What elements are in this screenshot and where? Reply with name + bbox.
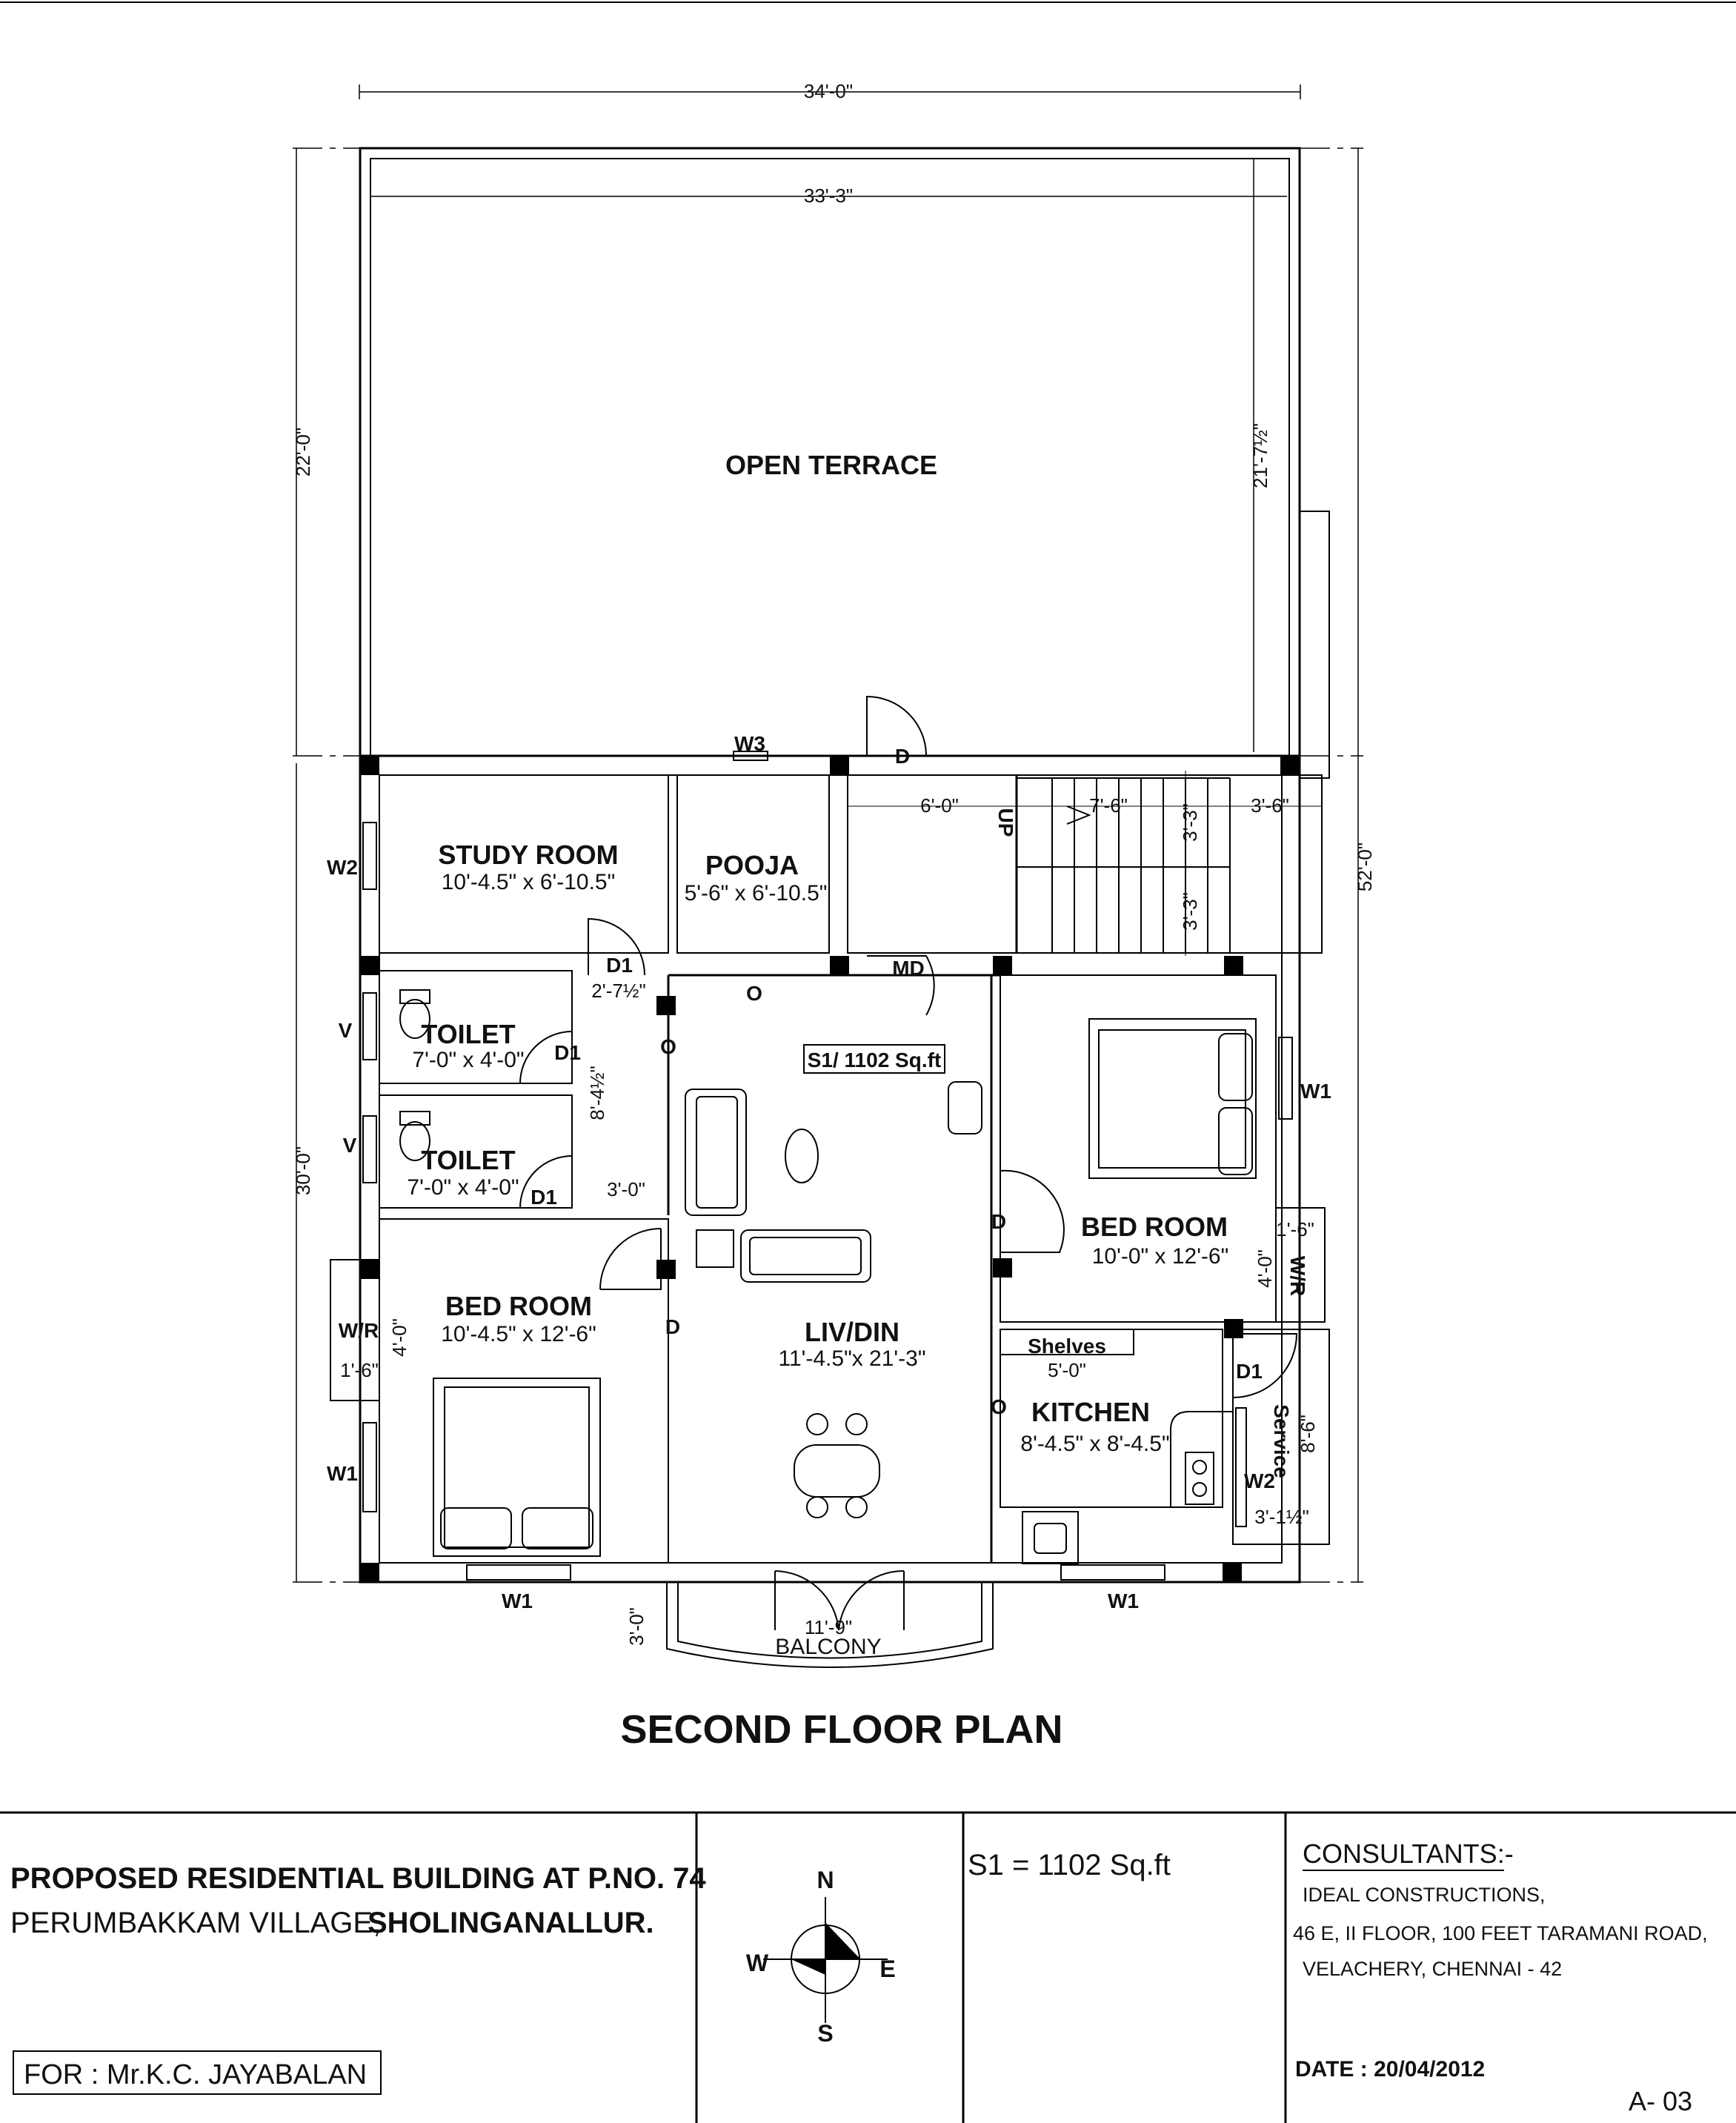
project-line1: PROPOSED RESIDENTIAL BUILDING AT P.NO. 7… bbox=[10, 1862, 706, 1895]
terrace-label: OPEN TERRACE bbox=[725, 450, 937, 480]
dim-wr-left-b: 1'-6" bbox=[340, 1359, 379, 1381]
dim-terrace-depth-left: 22'-0" bbox=[292, 428, 314, 476]
bed-right-label: BED ROOM bbox=[1081, 1212, 1228, 1242]
wr-left-label: W/R bbox=[339, 1319, 379, 1342]
livdin-size: 11'-4.5"x 21'-3" bbox=[779, 1346, 926, 1371]
toilet-1-label: TOILET bbox=[421, 1019, 515, 1049]
project-line2b: SHOLINGANALLUR. bbox=[368, 1907, 654, 1939]
d1-passage-label: D1 bbox=[606, 954, 633, 977]
w1-bottom-right-label: W1 bbox=[1108, 1589, 1139, 1612]
compass-e: E bbox=[879, 1956, 895, 1982]
w2-left-label: W2 bbox=[327, 856, 358, 879]
dim-stair-a: 6'-0" bbox=[920, 794, 959, 817]
service-label: Service bbox=[1270, 1404, 1293, 1478]
consultants-label: CONSULTANTS:- bbox=[1303, 1838, 1514, 1869]
study-label: STUDY ROOM bbox=[438, 840, 618, 870]
kitchen-label: KITCHEN bbox=[1031, 1397, 1150, 1427]
dim-balcony-d: 3'-0" bbox=[625, 1607, 648, 1646]
pooja-label: POOJA bbox=[705, 850, 799, 880]
balcony-label: BALCONY bbox=[775, 1635, 881, 1659]
d-terrace-label: D bbox=[895, 745, 910, 768]
dim-stair-e: 3'-3" bbox=[1179, 892, 1201, 931]
balcony bbox=[666, 1582, 994, 1668]
consultant-addr1: 46 E, II FLOOR, 100 FEET TARAMANI ROAD, bbox=[1293, 1922, 1708, 1944]
bed-right-size: 10'-0" x 12'-6" bbox=[1092, 1244, 1229, 1269]
d1-toilet-2-label: D1 bbox=[531, 1186, 557, 1209]
staircase bbox=[848, 771, 1322, 956]
project-line2a: PERUMBAKKAM VILLAGE, bbox=[10, 1907, 381, 1939]
livdin-label: LIV/DIN bbox=[805, 1317, 899, 1347]
o-passage-label: O bbox=[660, 1035, 676, 1058]
o-kitchen-label: O bbox=[991, 1395, 1007, 1418]
consultant-addr2: VELACHERY, CHENNAI - 42 bbox=[1303, 1958, 1562, 1980]
plan-title: SECOND FLOOR PLAN bbox=[620, 1707, 1062, 1752]
bed-left-label: BED ROOM bbox=[445, 1291, 592, 1321]
dim-wr-right-a: 1'-6" bbox=[1276, 1218, 1314, 1240]
consultant-name: IDEAL CONSTRUCTIONS, bbox=[1303, 1884, 1546, 1906]
dim-wr-left-a: 4'-0" bbox=[388, 1318, 410, 1357]
dim-wr-right-b: 4'-0" bbox=[1254, 1249, 1276, 1288]
pooja-size: 5'-6" x 6'-10.5" bbox=[685, 881, 828, 906]
stair-up-label: UP bbox=[994, 808, 1017, 837]
w2-service-label: W2 bbox=[1244, 1469, 1275, 1492]
o-pooja-label: O bbox=[746, 982, 762, 1005]
dim-balcony-w: 11'-9" bbox=[805, 1616, 852, 1638]
dim-stair-b: 7'-6" bbox=[1089, 794, 1128, 817]
area-tag-box bbox=[803, 1044, 945, 1074]
north-arrow-icon bbox=[763, 1897, 888, 2023]
wr-right-label: W/R bbox=[1286, 1256, 1309, 1296]
dim-service-a: 8'-6" bbox=[1297, 1415, 1319, 1453]
furniture bbox=[399, 989, 1257, 1564]
shelves-label: Shelves bbox=[1028, 1335, 1106, 1358]
toilet-2-size: 7'-0" x 4'-0" bbox=[407, 1175, 519, 1200]
d1-service-label: D1 bbox=[1236, 1360, 1263, 1383]
compass-s: S bbox=[817, 2020, 833, 2047]
sheet-number: A- 03 bbox=[1629, 2086, 1692, 2116]
dim-passage-b: 8'-4½" bbox=[586, 1066, 608, 1120]
door-swings bbox=[519, 695, 1298, 1631]
title-block-frame bbox=[0, 1811, 1736, 2123]
dim-overall-width: 34'-0" bbox=[804, 80, 853, 102]
dim-house-depth: 30'-0" bbox=[292, 1146, 314, 1195]
windows bbox=[362, 751, 1293, 1581]
compass-w: W bbox=[746, 1950, 769, 1976]
dim-overall-depth: 52'-0" bbox=[1354, 843, 1376, 891]
client-box bbox=[13, 2050, 382, 2095]
columns bbox=[360, 756, 1300, 1582]
w1-left-label: W1 bbox=[327, 1462, 358, 1485]
w1-bottom-left-label: W1 bbox=[502, 1589, 533, 1612]
dim-stair-c: 3'-6" bbox=[1251, 794, 1289, 817]
dim-shelves: 5'-0" bbox=[1048, 1359, 1086, 1381]
dim-passage-a: 2'-7½" bbox=[591, 980, 645, 1002]
dim-passage-c: 3'-0" bbox=[607, 1178, 645, 1200]
d-bed-left-label: D bbox=[665, 1315, 680, 1338]
area-summary: S1 = 1102 Sq.ft bbox=[968, 1849, 1171, 1881]
client-label: FOR : Mr.K.C. JAYABALAN bbox=[24, 2059, 367, 2090]
d1-toilet-1-label: D1 bbox=[554, 1041, 581, 1064]
v-2-label: V bbox=[343, 1134, 357, 1157]
w3-label: W3 bbox=[734, 732, 765, 755]
v-1-label: V bbox=[339, 1019, 353, 1042]
w1-right-label: W1 bbox=[1300, 1080, 1331, 1103]
md-label: MD bbox=[892, 957, 925, 980]
study-size: 10'-4.5" x 6'-10.5" bbox=[442, 870, 616, 894]
dim-terrace-width: 33'-3" bbox=[804, 185, 853, 207]
dim-terrace-depth-right: 21'-7½" bbox=[1249, 423, 1271, 488]
dim-service-b: 3'-1½" bbox=[1254, 1506, 1308, 1528]
bed-left-size: 10'-4.5" x 12'-6" bbox=[441, 1322, 596, 1346]
toilet-1-size: 7'-0" x 4'-0" bbox=[412, 1048, 524, 1072]
area-tag: S1/ 1102 Sq.ft bbox=[808, 1049, 942, 1072]
toilet-2-label: TOILET bbox=[421, 1145, 515, 1175]
d-bed-right-label: D bbox=[991, 1210, 1006, 1233]
kitchen-size: 8'-4.5" x 8'-4.5" bbox=[1020, 1432, 1169, 1456]
dim-stair-d: 3'-3" bbox=[1179, 803, 1201, 842]
compass-n: N bbox=[817, 1867, 834, 1893]
drawing-date: DATE : 20/04/2012 bbox=[1295, 2057, 1485, 2082]
